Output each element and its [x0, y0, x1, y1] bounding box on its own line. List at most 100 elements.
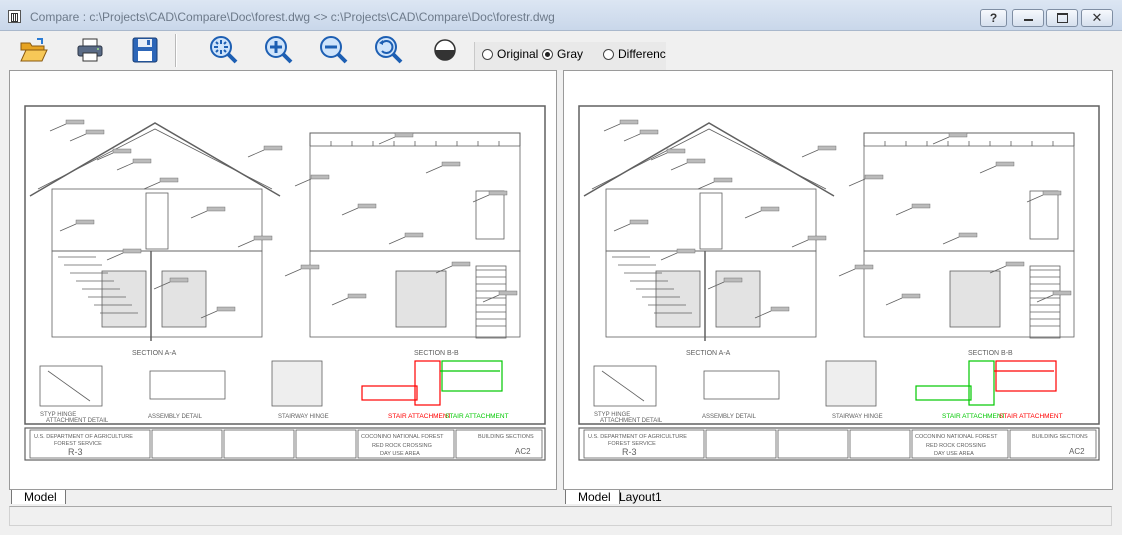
- half-circle-icon: [434, 39, 456, 61]
- radio-original[interactable]: Original: [482, 47, 538, 61]
- roof-a-inner: [591, 128, 827, 190]
- door-b: [1029, 190, 1059, 240]
- note-block: [1005, 261, 1025, 267]
- app-icon[interactable]: [8, 10, 21, 23]
- title-cell-6: [1009, 429, 1097, 459]
- note-block: [206, 206, 226, 212]
- title-cell-2: [151, 429, 223, 459]
- roof-a: [583, 122, 835, 197]
- zoom-out-icon: [320, 36, 348, 64]
- pane-splitter[interactable]: [557, 70, 563, 504]
- note-block: [713, 177, 733, 183]
- title-cell-3: [223, 429, 295, 459]
- zoom-extents-button[interactable]: [206, 33, 240, 67]
- tab-layout1[interactable]: Layout1: [619, 490, 662, 504]
- diff-post-2: [995, 360, 1057, 392]
- section-b-label: SECTION B-B: [414, 350, 459, 357]
- status-bar: [0, 504, 1122, 535]
- zoom-out-button[interactable]: [316, 33, 350, 67]
- door-b: [475, 190, 505, 240]
- detail-box-3: [271, 360, 323, 407]
- tab-model-left[interactable]: Model: [11, 490, 66, 505]
- lower-floor-b: [309, 250, 521, 338]
- stair-attachment-label-2: STAIR ATTACHMENT: [445, 413, 509, 420]
- hatch-room-a1: [655, 270, 701, 328]
- save-button[interactable]: [128, 33, 162, 67]
- leader-line: [59, 223, 77, 232]
- save-icon: [132, 37, 158, 63]
- contrast-button[interactable]: [428, 33, 462, 67]
- note-block: [347, 293, 367, 299]
- note-block: [488, 190, 508, 196]
- detail-1-title: STYP HINGE: [40, 412, 76, 418]
- title-cell-1: [29, 429, 151, 459]
- leader-line: [697, 181, 715, 190]
- title-dept: U.S. DEPARTMENT OF AGRICULTURE: [34, 434, 133, 440]
- detail-box-3: [825, 360, 877, 407]
- parapet-b: [863, 132, 1075, 146]
- print-icon: [77, 38, 103, 62]
- note-block: [911, 203, 931, 209]
- detail-box-1: [39, 365, 103, 407]
- right-layout-tabs: Model Layout1: [563, 489, 1113, 505]
- minimize-button[interactable]: [1012, 9, 1044, 27]
- leader-line: [49, 123, 67, 132]
- leader-line: [754, 310, 772, 319]
- title-region: R-3: [68, 447, 83, 457]
- note-block: [629, 219, 649, 225]
- leader-line: [143, 181, 161, 190]
- roof-a: [29, 122, 281, 197]
- maximize-button[interactable]: [1046, 9, 1078, 27]
- lower-floor-b: [863, 250, 1075, 338]
- note-block: [451, 261, 471, 267]
- leader-line: [885, 297, 903, 306]
- title-dept: U.S. DEPARTMENT OF AGRICULTURE: [588, 434, 687, 440]
- zoom-in-button[interactable]: [261, 33, 295, 67]
- leader-line: [69, 133, 87, 142]
- leader-line: [838, 268, 856, 277]
- title-service: FOREST SERVICE: [54, 441, 102, 447]
- leader-line: [341, 207, 359, 216]
- detail-box-2: [149, 370, 226, 400]
- detail-3-title: STAIRWAY HINGE: [278, 414, 329, 420]
- radio-dot-selected: [542, 48, 553, 60]
- radio-difference[interactable]: Differenc: [603, 47, 666, 61]
- note-block: [310, 174, 330, 180]
- leader-line: [294, 178, 312, 187]
- help-button[interactable]: ?: [980, 9, 1007, 27]
- leader-line: [613, 223, 631, 232]
- detail-3-title: STAIRWAY HINGE: [832, 414, 883, 420]
- zoom-previous-button[interactable]: [371, 33, 405, 67]
- note-block: [995, 161, 1015, 167]
- note-block: [1042, 190, 1062, 196]
- leader-line: [603, 123, 621, 132]
- leader-line: [200, 310, 218, 319]
- print-button[interactable]: [73, 33, 107, 67]
- radio-gray[interactable]: Gray: [542, 47, 583, 61]
- title-num: AC2: [515, 447, 531, 456]
- sheet-border: [578, 105, 1100, 425]
- title-cell-1: [583, 429, 705, 459]
- title-sheet: BUILDING SECTIONS: [478, 434, 534, 440]
- title-num: AC2: [1069, 447, 1085, 456]
- note-block: [441, 161, 461, 167]
- leader-line: [482, 294, 500, 303]
- close-button[interactable]: ✕: [1081, 9, 1113, 27]
- open-button[interactable]: [17, 33, 51, 67]
- door-a: [699, 192, 723, 250]
- note-block: [723, 277, 743, 283]
- title-cell-2: [705, 429, 777, 459]
- title-forest: COCONINO NATIONAL FOREST: [361, 434, 444, 440]
- title-cell-4: [295, 429, 357, 459]
- title-service: FOREST SERVICE: [608, 441, 656, 447]
- note-block: [300, 264, 320, 270]
- note-block: [770, 306, 790, 312]
- note-block: [619, 119, 639, 125]
- stair-b: [1029, 265, 1061, 339]
- detail-diag-1: [47, 370, 91, 402]
- note-block: [216, 306, 236, 312]
